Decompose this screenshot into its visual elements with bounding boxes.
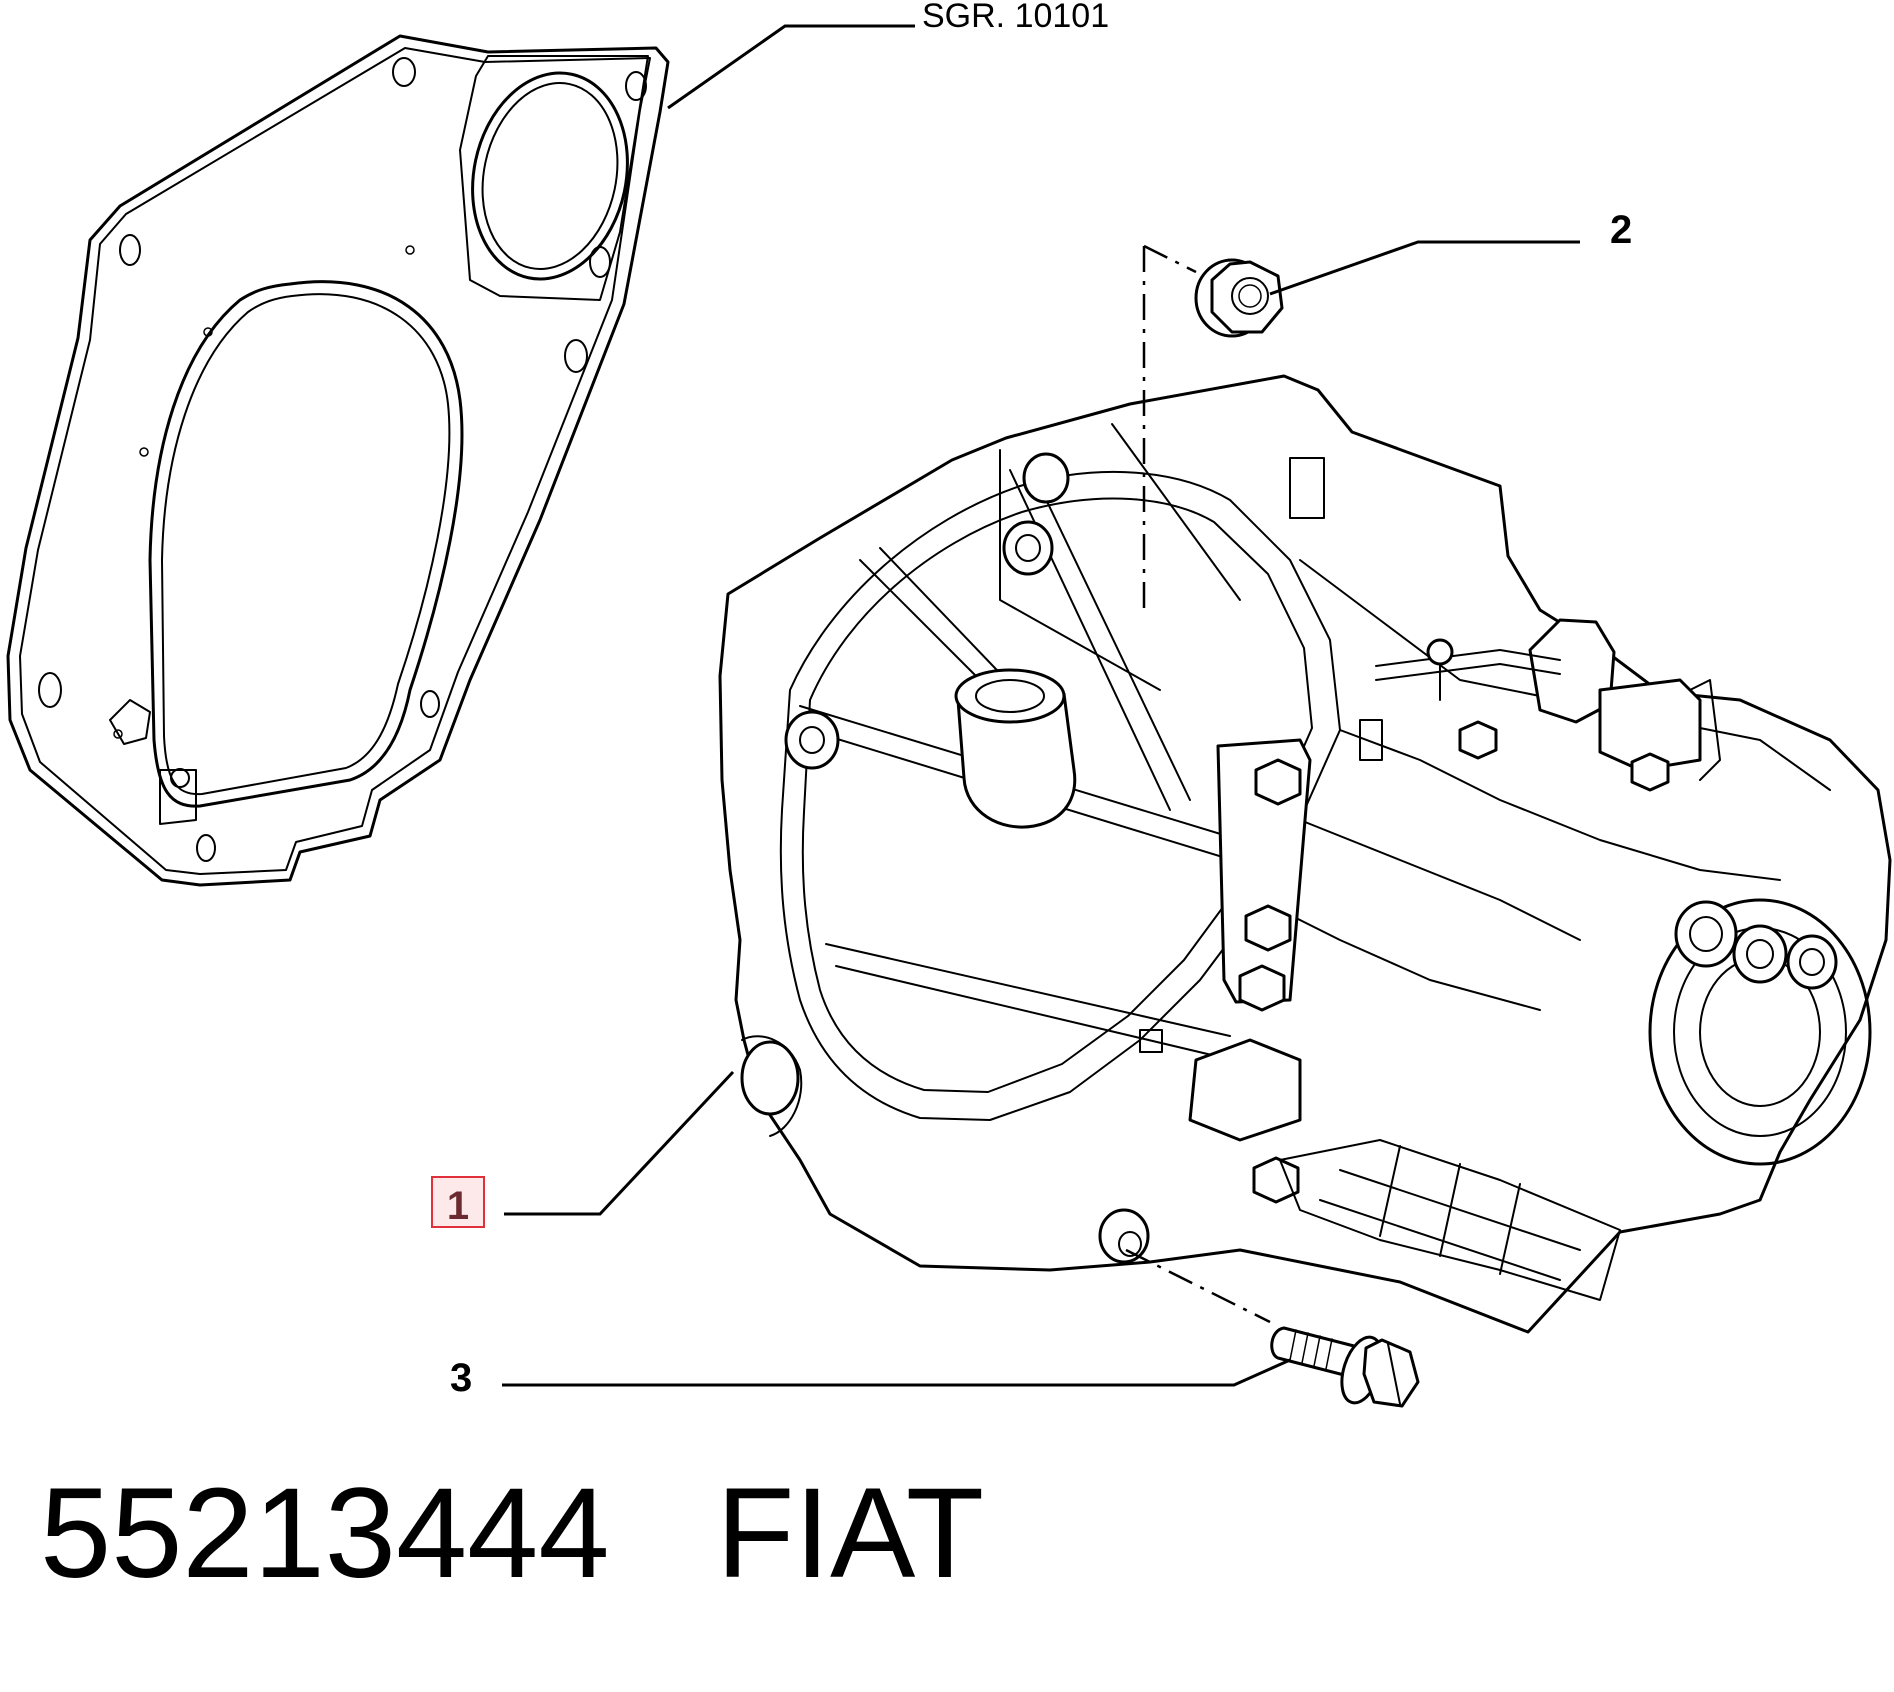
flanged-bolt-drawing	[1270, 1326, 1420, 1408]
brand-name: FIAT	[716, 1462, 984, 1605]
callout-item-3: 3	[450, 1356, 472, 1400]
assembly-axis-lines	[1125, 244, 1271, 1324]
cover-plate-drawing	[6, 34, 670, 887]
leader-item2	[1269, 240, 1580, 296]
leader-item1	[504, 1070, 735, 1216]
part-number-footer: 55213444 FIAT	[40, 1470, 984, 1598]
leader-item3	[502, 1358, 1291, 1387]
flange-nut-drawing	[1194, 258, 1284, 338]
part-number: 55213444	[40, 1462, 610, 1605]
transmission-drawing	[718, 374, 1892, 1334]
callout-item-2: 2	[1610, 208, 1632, 252]
leader-lines	[502, 24, 1580, 1387]
reference-group-label: SGR. 10101	[922, 0, 1109, 35]
callout-item-1-highlight[interactable]	[431, 1176, 485, 1228]
leader-sgr	[667, 24, 915, 110]
callout-item-1: 1	[447, 1184, 469, 1228]
